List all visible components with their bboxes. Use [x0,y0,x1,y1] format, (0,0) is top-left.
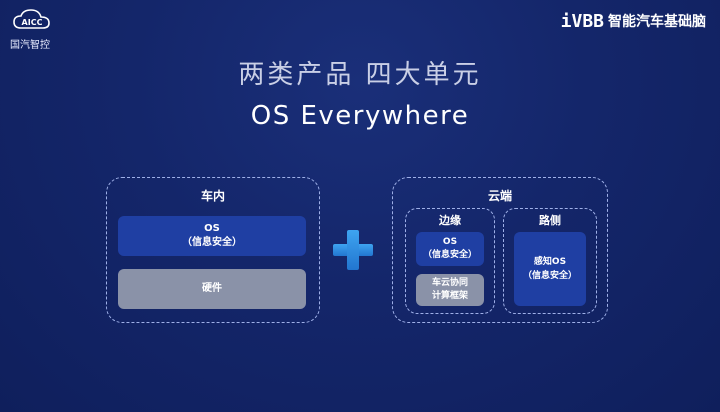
edge-label: 边缘 [439,214,461,227]
security-label: （信息安全） [182,237,242,248]
security-label: （信息安全） [422,250,477,260]
in-vehicle-group: 车内 OS （信息安全） 硬件 [106,177,320,323]
slide-subtitle: OS Everywhere [250,101,470,131]
plus-icon [333,230,373,270]
hardware-block: 硬件 [118,269,306,309]
roadside-label: 路侧 [539,214,561,227]
os-label: OS [442,237,458,247]
in-vehicle-label: 车内 [200,189,225,203]
svg-text:AICC: AICC [22,18,43,27]
vehicle-cloud-framework-block: 车云协同 计算框架 [416,274,484,306]
roadside-group: 路侧 感知OS （信息安全） [503,208,597,314]
ivbb-brand: iVBB 智能汽车基础脑 [561,10,706,32]
cloud-label: 云端 [487,189,512,203]
framework-label-line1: 车云协同 [431,278,468,288]
hardware-label: 硬件 [202,283,222,294]
edge-group: 边缘 OS （信息安全） 车云协同 计算框架 [405,208,495,314]
edge-os-block: OS （信息安全） [416,232,484,266]
aicc-logo: AICC 国汽智控 [10,8,70,51]
ivbb-logo: iVBB [560,10,604,32]
perception-os-label: 感知OS [533,257,567,267]
slide-title: 两类产品 四大单元 [238,60,482,90]
ivbb-tagline: 智能汽车基础脑 [608,14,706,30]
company-name: 国汽智控 [10,40,50,51]
in-vehicle-os-block: OS （信息安全） [118,216,306,256]
os-label: OS [204,223,220,234]
cloud-group: 云端 边缘 OS （信息安全） 车云协同 计算框架 路侧 感知OS （信息安全） [392,177,608,323]
cloud-logo-icon: AICC [13,9,50,29]
security-label: （信息安全） [522,271,577,281]
roadside-perception-os-block: 感知OS （信息安全） [514,232,586,306]
framework-label-line2: 计算框架 [431,291,468,301]
